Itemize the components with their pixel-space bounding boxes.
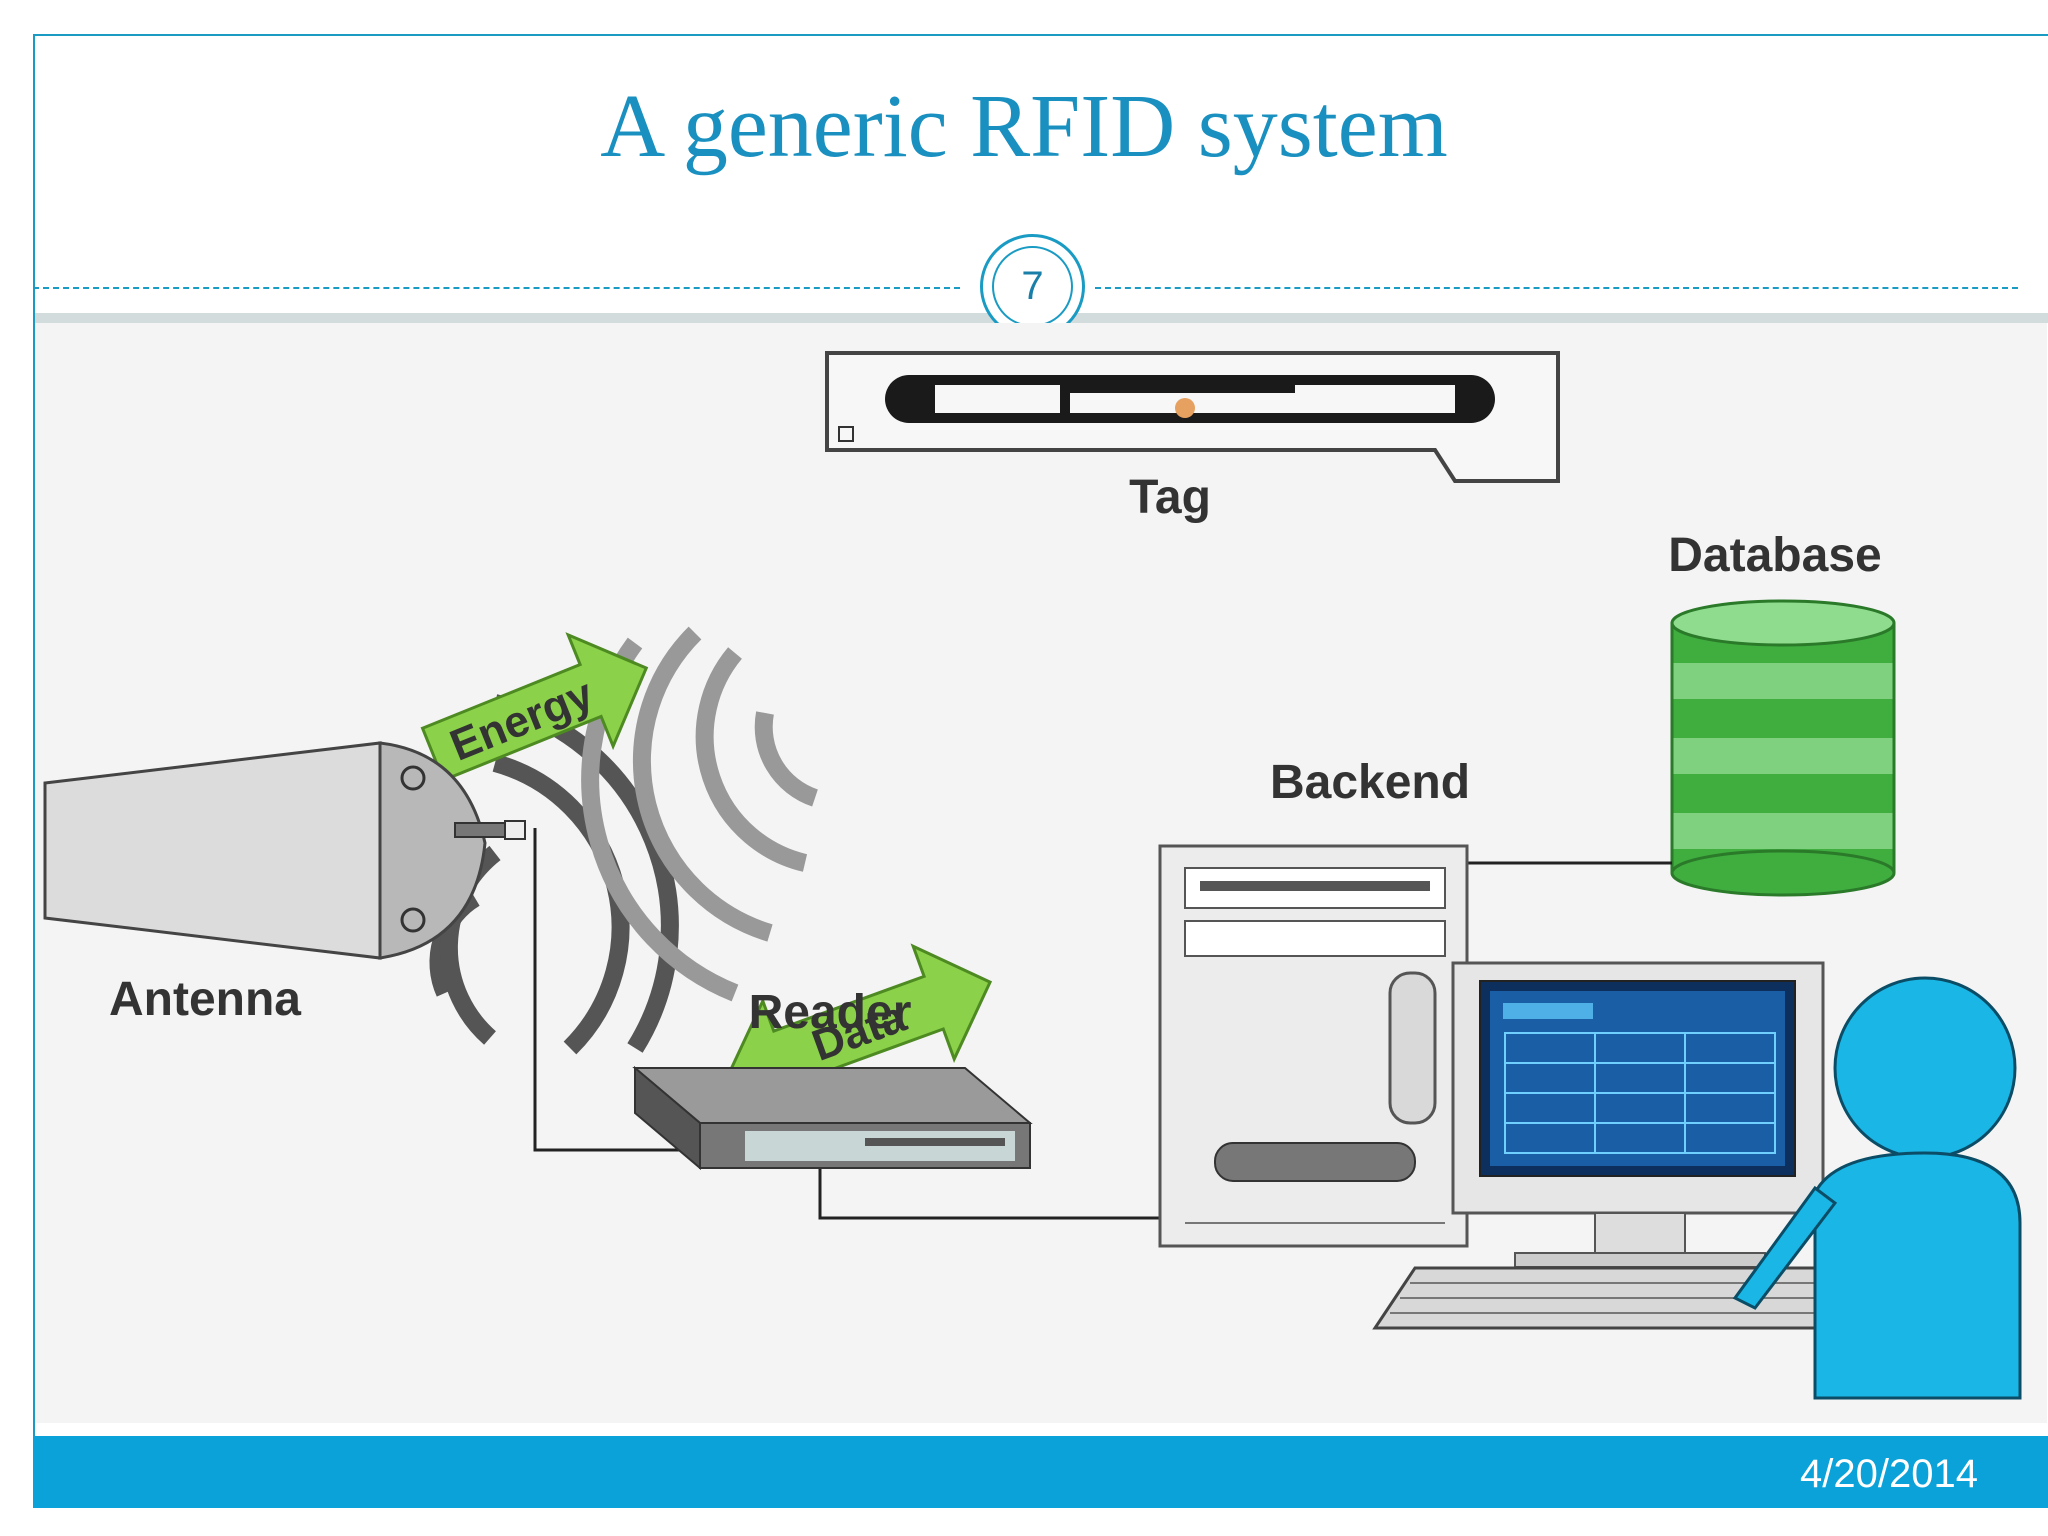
reader-icon — [632, 1065, 1033, 1171]
slide-title: A generic RFID system — [600, 77, 1448, 176]
rfid-tag-icon — [825, 351, 1560, 483]
title-divider-left — [33, 287, 960, 289]
backend-server-icon — [1158, 844, 1469, 1248]
slide-number: 7 — [992, 246, 1073, 327]
backend-label: Backend — [1270, 756, 1470, 809]
reader-label: Reader — [749, 986, 912, 1039]
slide-date: 4/20/2014 — [1800, 1452, 1978, 1496]
rfid-diagram: Energy Data Tag Database Backend — [35, 323, 2047, 1423]
slide-number-badge: 7 — [980, 234, 1085, 339]
tag-label: Tag — [1129, 471, 1211, 524]
antenna-icon — [43, 741, 526, 960]
database-icon — [1670, 599, 1896, 897]
footer-band — [33, 1436, 2048, 1508]
antenna-label: Antenna — [109, 973, 301, 1026]
user-icon — [1732, 976, 2022, 1400]
database-label: Database — [1668, 529, 1881, 582]
keyboard-icon — [1372, 1266, 1857, 1330]
monitor-icon — [1451, 961, 1825, 1268]
title-divider-right — [1095, 287, 2018, 289]
